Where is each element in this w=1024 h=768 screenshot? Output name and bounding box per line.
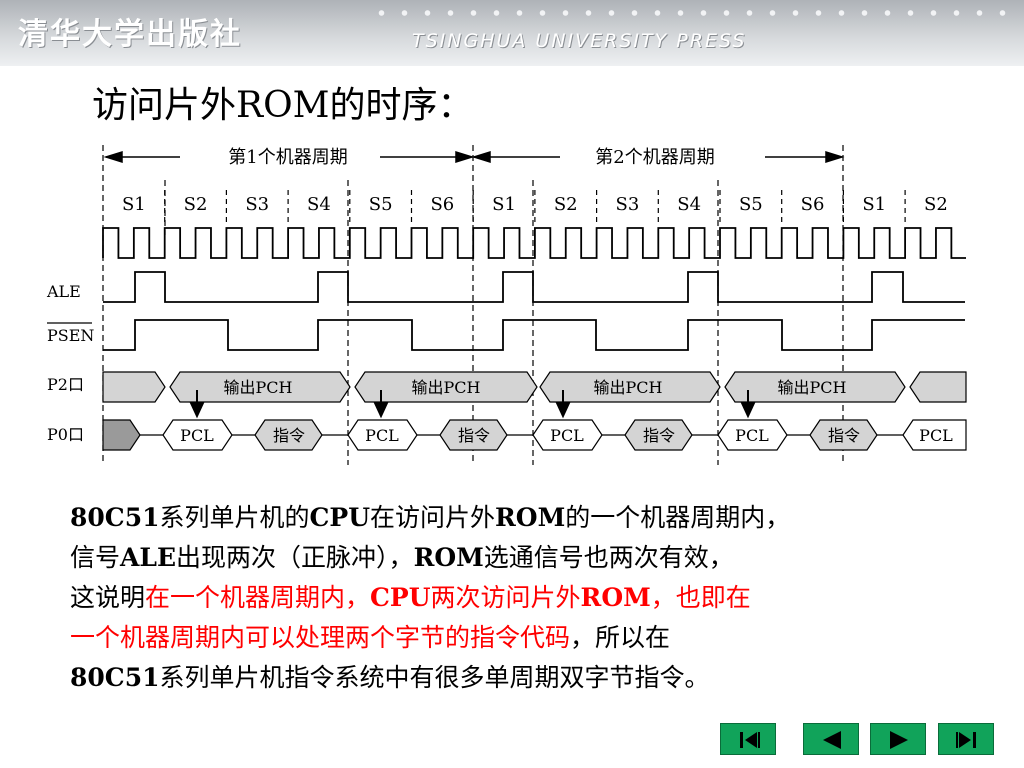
state-label-3: S3	[245, 194, 269, 215]
cycle1-label: 第1个机器周期	[228, 147, 347, 168]
latch-arrow-3	[555, 402, 571, 419]
previous-slide-button[interactable]	[803, 723, 859, 755]
clock-waveform	[102, 227, 966, 259]
state-label-1: S1	[122, 194, 146, 215]
state-label-12: S6	[801, 194, 825, 215]
state-label-2: S2	[184, 194, 208, 215]
p0-pcl-4-label: PCL	[735, 426, 769, 445]
psen-waveform	[103, 319, 965, 351]
last-slide-icon	[956, 732, 976, 748]
latch-arrow-2	[373, 402, 389, 419]
p0-instr-1-label: 指令	[273, 426, 305, 445]
state-label-4: S4	[307, 194, 331, 215]
previous-slide-icon	[823, 731, 841, 749]
header-banner: 清华大学出版社 TSINGHUA UNIVERSITY PRESS	[0, 0, 1024, 66]
next-slide-icon	[890, 731, 908, 749]
publisher-name-cn: 清华大学出版社	[18, 17, 242, 52]
next-slide-button[interactable]	[870, 723, 926, 755]
p2-start-segment	[102, 371, 166, 403]
p0-instr-3-label: 指令	[643, 426, 675, 445]
publisher-name-en: TSINGHUA UNIVERSITY PRESS	[412, 30, 747, 52]
p0-pcl-5	[902, 419, 967, 451]
latch-arrow-1	[189, 402, 205, 419]
ale-label: ALE	[46, 282, 81, 301]
p2-pch-3-label: 输出PCH	[594, 378, 663, 397]
latch-arrow-4	[740, 402, 756, 419]
timing-diagram: 第1个机器周期 第2个机器周期 S1 S2 S3 S4 S5 S6 S1 S2 S3 S4 S5 S6…	[46, 145, 967, 465]
p0-pcl-1-label: PCL	[180, 426, 214, 445]
p2-pch-3	[539, 371, 721, 403]
psen-label: PSEN	[47, 326, 94, 345]
p2-pch-2-label: 输出PCH	[412, 378, 481, 397]
state-label-9: S3	[616, 194, 640, 215]
p0-pcl-2-label: PCL	[365, 426, 399, 445]
highlight-text-1: 在一个机器周期内，	[145, 583, 371, 612]
cycle2-label: 第2个机器周期	[595, 147, 714, 168]
first-slide-icon	[740, 732, 760, 748]
highlight-text-2: 一个机器周期内可以处理两个字节的指令代码	[70, 623, 571, 652]
ale-waveform	[103, 271, 965, 303]
header-dots-decoration	[370, 6, 1020, 20]
state-label-11: S5	[739, 194, 763, 215]
p2-pch-2	[354, 371, 538, 403]
last-slide-button[interactable]	[938, 723, 994, 755]
p0-pcl-3-label: PCL	[550, 426, 584, 445]
first-slide-button[interactable]	[720, 723, 776, 755]
p2-pch-4-label: 输出PCH	[778, 378, 847, 397]
p0-instr-4-label: 指令	[828, 426, 860, 445]
state-label-6: S6	[430, 194, 454, 215]
p0-label: P0口	[47, 425, 84, 444]
p2-pch-1-label: 输出PCH	[224, 378, 293, 397]
state-label-8: S2	[554, 194, 578, 215]
p2-pch-1	[169, 371, 351, 403]
state-label-14: S2	[924, 194, 948, 215]
state-label-7: S1	[492, 194, 516, 215]
p0-instr-2-label: 指令	[458, 426, 490, 445]
p2-label: P2口	[47, 375, 84, 394]
state-label-5: S5	[369, 194, 393, 215]
state-label-13: S1	[862, 194, 886, 215]
slide-title: 访问片外ROM的时序：	[92, 85, 474, 126]
state-label-10: S4	[677, 194, 701, 215]
p2-pch-4	[724, 371, 906, 403]
p0-pcl-5-label: PCL	[919, 426, 953, 445]
p0-start-segment	[102, 419, 141, 451]
p2-end-segment	[909, 371, 967, 403]
explanation-paragraph: 80C51系列单片机的CPU在访问片外ROM的一个机器周期内， 信号ALE出现两…	[70, 503, 791, 692]
